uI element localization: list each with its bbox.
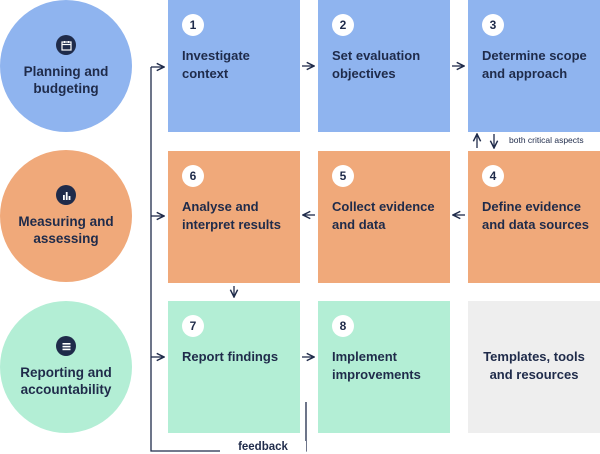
category-measuring: Measuring and assessing [0,150,132,282]
step-label: Determine scope and approach [482,48,587,81]
step-number: 4 [482,165,504,187]
step-label: Define evidence and data sources [482,199,589,232]
category-planning: Planning and budgeting [0,0,132,132]
category-reporting: Reporting and accountability [0,301,132,433]
step-number: 3 [482,14,504,36]
step-number: 7 [182,315,204,337]
step-8-box: 8 Implement improvements [318,301,450,433]
step-label: Collect evidence and data [332,199,435,232]
step-1-box: 1 Investigate context [168,0,300,132]
step-number: 2 [332,14,354,36]
step-number: 8 [332,315,354,337]
step-label: Report findings [182,349,279,364]
step-5-box: 5 Collect evidence and data [318,151,450,283]
critical-aspects-note: both critical aspects [509,135,584,145]
step-number: 1 [182,14,204,36]
resources-box: Templates, tools and resources [468,301,600,433]
category-reporting-label: Reporting and accountability [20,365,112,397]
bar-chart-icon [56,185,76,205]
step-number: 6 [182,165,204,187]
step-6-box: 6 Analyse and interpret results [168,151,300,283]
step-label: Set evaluation objectives [332,48,421,81]
step-7-box: 7 Report findings [168,301,300,433]
step-4-box: 4 Define evidence and data sources [468,151,600,283]
resources-label: Templates, tools and resources [483,349,585,382]
step-3-box: 3 Determine scope and approach [468,0,600,132]
calendar-icon [56,35,76,55]
step-number: 5 [332,165,354,187]
step-label: Investigate context [182,48,250,81]
category-planning-label: Planning and budgeting [23,64,109,96]
feedback-label: feedback [220,441,306,453]
category-measuring-label: Measuring and assessing [18,214,114,246]
step-label: Implement improvements [332,349,421,382]
step-2-box: 2 Set evaluation objectives [318,0,450,132]
step-label: Analyse and interpret results [182,199,281,232]
list-icon [56,336,76,356]
